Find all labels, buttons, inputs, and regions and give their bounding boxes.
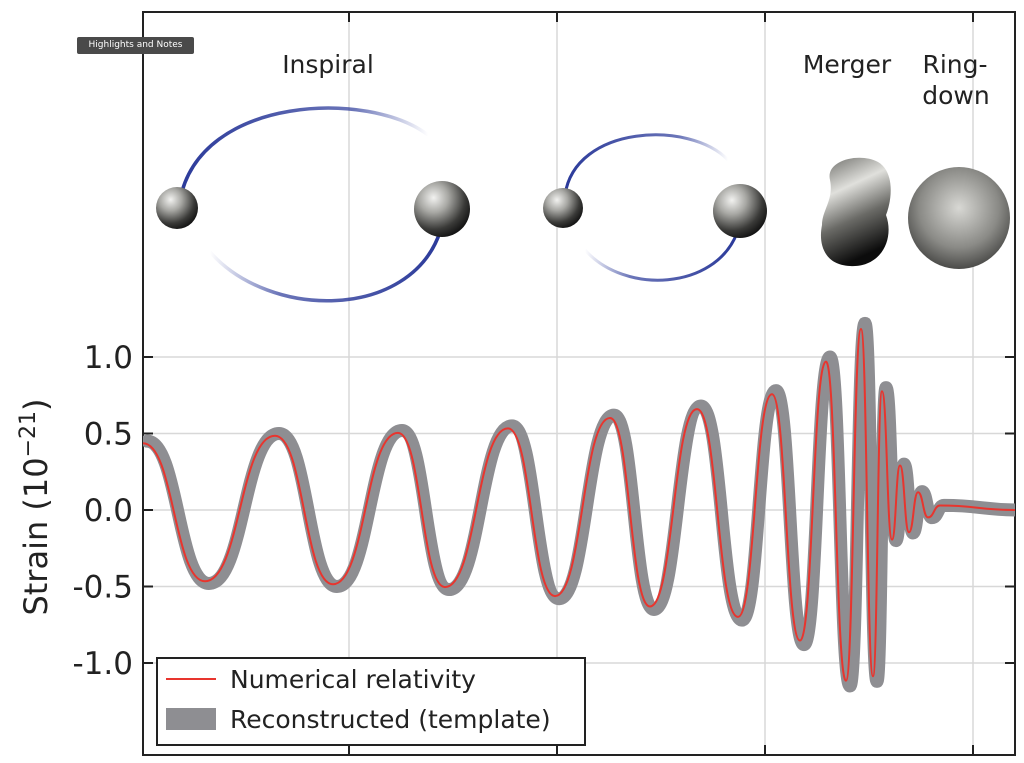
series-numerical-relativity [143,327,1015,682]
orbit-arc-bottom [208,231,442,303]
orbit-arc-bottom [583,232,739,282]
legend-item-numerical-relativity: Numerical relativity [166,659,476,699]
y-tick-label: 0.5 [84,417,133,453]
y-axis-label-exponent: −21 [16,411,41,457]
y-axis-label-close: ) [17,398,55,410]
legend-item-reconstructed-template: Reconstructed (template) [166,699,551,739]
phase-label-ringdown-2: down [922,81,989,110]
orbit-arc-top [563,133,730,196]
x-ticks [348,12,974,755]
black-hole-small-icon [156,187,198,229]
y-axis-ticks: 1.0 0.5 0.0 -0.5 -1.0 [73,340,1015,682]
chart-legend: Numerical relativity Reconstructed (temp… [156,657,586,746]
y-tick-label: 1.0 [84,340,133,376]
remnant-black-hole-icon [908,167,1010,269]
legend-label: Numerical relativity [230,664,476,694]
y-tick-label: -0.5 [73,570,134,606]
black-hole-large-icon [414,181,470,237]
legend-label: Reconstructed (template) [230,704,551,734]
merging-black-hole-icon [820,157,891,267]
inspiral-orbit-wide [156,106,470,303]
highlights-notes-tooltip[interactable]: Highlights and Notes [77,37,194,54]
y-axis-label-base: Strain (10 [17,457,55,615]
inspiral-orbit-tight [543,133,767,282]
vertical-grid [348,12,974,755]
plot-frame [142,11,1016,756]
y-axis-label: Strain (10−21) [16,398,56,615]
black-hole-large-icon [713,184,767,238]
orbit-arc-top [178,106,430,201]
legend-swatch-band [166,708,216,730]
series-reconstructed-template [143,316,1015,693]
legend-swatch-line [166,678,216,680]
phase-label-inspiral: Inspiral [282,50,374,79]
phase-label-ringdown-1: Ring- [922,50,987,79]
y-tick-label: 0.0 [84,493,133,529]
y-tick-label: -1.0 [73,646,134,682]
black-hole-small-icon [543,188,583,228]
phase-label-merger: Merger [803,50,892,79]
